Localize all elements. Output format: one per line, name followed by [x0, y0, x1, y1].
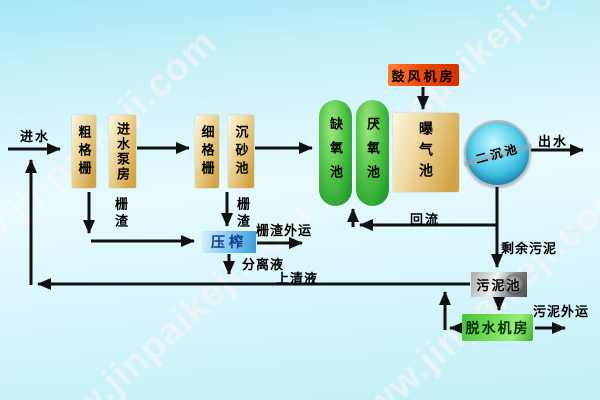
node-secondary-clarifier-label: 二沉池 — [474, 141, 522, 167]
node-anoxic-tank: 缺氧池 — [319, 100, 352, 206]
node-dewatering-room-label: 脱水机房 — [465, 319, 530, 336]
node-secondary-clarifier: 二沉池 — [463, 120, 533, 187]
node-inlet-pump-house-label: 进水泵房 — [115, 121, 130, 182]
label-influent: 进水 — [20, 129, 51, 144]
node-sludge-tank-label: 污泥池 — [476, 278, 522, 293]
node-blower-room-label: 鼓风机房 — [391, 68, 456, 84]
node-fine-grid: 细格栅 — [195, 115, 219, 188]
node-blower-room: 鼓风机房 — [388, 64, 459, 86]
node-grit-chamber-label: 沉砂池 — [233, 124, 249, 179]
node-coarse-grid: 粗格栅 — [72, 115, 96, 188]
node-sludge-tank: 污泥池 — [471, 272, 527, 297]
label-excess-sludge: 剩余污泥 — [501, 241, 558, 256]
label-sludge-outbound: 污泥外运 — [533, 304, 590, 319]
label-return-flow: 回流 — [410, 212, 441, 227]
node-fine-grid-label: 细格栅 — [199, 124, 215, 179]
label-screenings-outbound: 栅渣外运 — [256, 223, 313, 238]
label-effluent: 出水 — [538, 134, 569, 149]
node-press-label: 压榨 — [211, 234, 247, 250]
node-press: 压榨 — [202, 231, 256, 253]
label-screenings-coarse: 栅渣 — [113, 197, 128, 231]
label-separated-liquid: 分离液 — [242, 257, 285, 272]
node-anaerobic-tank: 厌氧池 — [356, 100, 389, 206]
node-dewatering-room: 脱水机房 — [462, 314, 533, 341]
node-inlet-pump-house: 进水泵房 — [109, 115, 136, 188]
label-supernatant: 上清液 — [276, 271, 319, 286]
node-aeration-tank: 曝气池 — [393, 113, 459, 192]
node-grit-chamber: 沉砂池 — [228, 115, 254, 188]
node-anaerobic-tank-label: 厌氧池 — [365, 117, 380, 189]
node-coarse-grid-label: 粗格栅 — [76, 124, 92, 179]
node-aeration-tank-label: 曝气池 — [418, 121, 434, 184]
sludge-tank-emblem — [504, 274, 525, 295]
label-screenings-fine: 栅渣 — [235, 197, 250, 231]
node-anoxic-tank-label: 缺氧池 — [328, 117, 343, 189]
